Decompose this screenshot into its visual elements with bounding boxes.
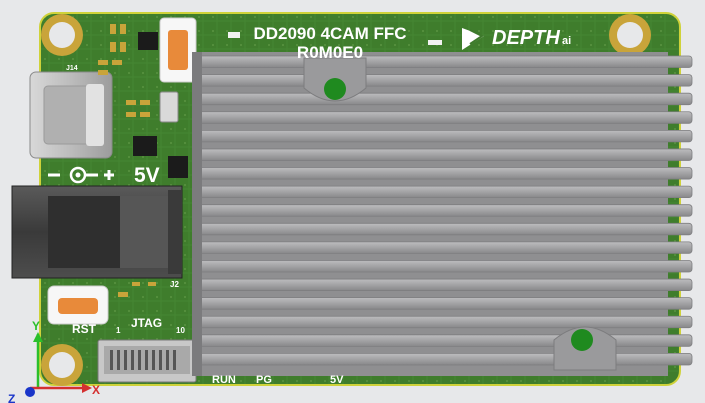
polarity-symbol-icon [48, 166, 114, 184]
heatsink-fin [195, 241, 693, 254]
smd-components [98, 24, 442, 297]
heatsink-fin [195, 92, 693, 106]
heatsink-post-top [303, 57, 367, 102]
heatsink-fin [195, 129, 693, 143]
jtag-pin-1: 1 [116, 326, 121, 335]
heatsink-fin [195, 74, 693, 87]
heatsink-fin [195, 260, 693, 273]
heatsink-fin [195, 297, 693, 310]
board-title-line2: R0M0E0 [297, 43, 363, 62]
usb-c-connector [29, 71, 113, 159]
bottom-label-run: RUN [212, 374, 236, 386]
axis-gizmo: Y X Z [8, 319, 100, 403]
mounting-hole-bottom-left [41, 344, 83, 386]
heatsink-fin [195, 315, 693, 329]
jtag-connector [97, 339, 197, 383]
bottom-label-5v: 5V [330, 374, 344, 386]
label-j14: J14 [66, 65, 78, 72]
heatsink-fin [195, 148, 693, 161]
label-j2: J2 [170, 280, 179, 289]
dc-barrel-jack [11, 185, 183, 279]
axis-x-label: X [92, 383, 100, 397]
heatsink-post-bottom [553, 326, 617, 371]
rst-button [47, 285, 109, 325]
top-button [159, 17, 197, 83]
label-jtag: JTAG [131, 316, 162, 330]
jtag-pin-10: 10 [176, 326, 185, 335]
heatsink-fin [195, 278, 693, 291]
heatsink-fin [195, 111, 693, 124]
heatsink-fin [195, 204, 693, 217]
axis-y-label: Y [32, 319, 40, 333]
board-title-line1: DD2090 4CAM FFC [253, 24, 406, 43]
heatsink [192, 52, 693, 376]
brand-suffix: ai [562, 35, 571, 47]
heatsink-fin [195, 353, 693, 366]
mounting-hole-top-right [609, 14, 651, 56]
heatsink-fin [195, 334, 693, 347]
brand-name: DEPTH [492, 27, 560, 49]
depthai-logo-icon [462, 28, 484, 50]
label-5v: 5V [134, 164, 160, 187]
heatsink-fin [195, 185, 693, 199]
label-rst: RST [72, 322, 97, 336]
heatsink-fin [195, 222, 693, 236]
axis-z-label: Z [8, 392, 15, 403]
heatsink-fin [195, 167, 693, 180]
bottom-label-pg: PG [256, 374, 272, 386]
mounting-hole-top-left [41, 14, 83, 56]
heatsink-fin [195, 55, 693, 68]
